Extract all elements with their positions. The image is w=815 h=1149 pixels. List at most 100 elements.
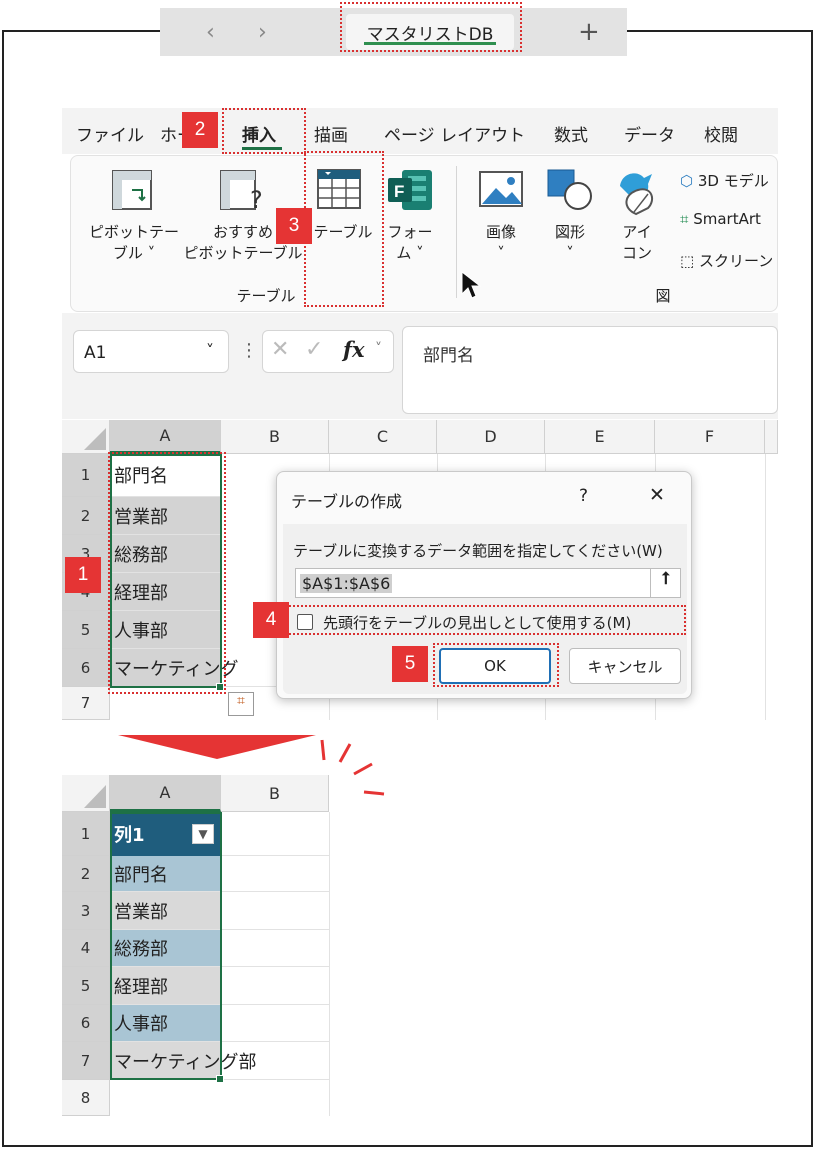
name-box[interactable]: A1 ˅ [73, 330, 229, 373]
recommended-pivot-icon[interactable]: ? [218, 168, 268, 214]
icons-label-line1: アイ [622, 223, 652, 241]
row-header-6-bottom[interactable]: 6 [62, 1005, 110, 1042]
cancel-button[interactable]: キャンセル [569, 648, 681, 684]
menu-page-layout[interactable]: ページ レイアウト [384, 126, 526, 146]
menu-file[interactable]: ファイル [76, 126, 144, 146]
new-tab-button[interactable]: + [578, 17, 600, 47]
filter-dropdown-icon[interactable]: ▼ [192, 824, 214, 844]
row-header-2[interactable]: 2 [62, 497, 110, 535]
shapes-label[interactable]: 図形 ˅ [540, 222, 600, 264]
cell-a1[interactable]: 部門名 [110, 454, 221, 497]
smartart-button[interactable]: ⌗ SmartArt [680, 210, 778, 228]
screenshot-button[interactable]: ⬚ スクリーン [680, 250, 778, 271]
chevron-down-icon[interactable]: ˅ [206, 341, 214, 360]
forms-label-line1: フォー [387, 223, 433, 241]
shapes-icon[interactable] [546, 168, 594, 212]
close-icon[interactable]: ✕ [649, 484, 665, 506]
col-header-b[interactable]: B [221, 420, 329, 454]
cell-a4[interactable]: 経理部 [110, 573, 221, 611]
table-header-label: 列1 [114, 825, 145, 846]
col-header-a-bottom[interactable]: A [110, 775, 221, 812]
mouse-cursor-icon [461, 270, 482, 299]
fx-dropdown-icon[interactable]: ˅ [375, 341, 382, 357]
image-label-text: 画像 [485, 223, 516, 241]
table-button-label[interactable]: テーブル [313, 223, 373, 241]
menu-data[interactable]: データ [624, 126, 675, 146]
col-header-c[interactable]: C [329, 420, 437, 454]
col-header-d[interactable]: D [437, 420, 545, 454]
row-header-7[interactable]: 7 [62, 687, 110, 720]
cell-a2[interactable]: 営業部 [110, 497, 221, 535]
row-header-1[interactable]: 1 [62, 454, 110, 497]
row-header-1-bottom[interactable]: 1 [62, 812, 110, 856]
more-options-icon[interactable]: ⋮ [240, 340, 258, 361]
table-header-cell[interactable]: 列1 ▼ [110, 812, 221, 856]
row-header-5[interactable]: 5 [62, 611, 110, 649]
insert-function-icon[interactable]: fx [343, 337, 365, 362]
group-figure-label: 図 [655, 287, 671, 305]
formula-input[interactable]: 部門名 [402, 326, 778, 414]
select-all-corner[interactable] [62, 420, 110, 454]
pivot-label-line1: ピボットテー [88, 223, 179, 241]
table-row[interactable]: 総務部 [110, 930, 221, 967]
cell-a3[interactable]: 総務部 [110, 535, 221, 573]
menu-insert[interactable]: 挿入 [242, 126, 276, 146]
step-1-badge: 1 [65, 557, 101, 593]
table-row[interactable]: 人事部 [110, 1005, 221, 1042]
col-header-f[interactable]: F [655, 420, 765, 454]
smartart-label: SmartArt [693, 210, 761, 228]
cell-a6[interactable]: マーケティング [110, 649, 278, 687]
pivot-table-icon[interactable] [110, 168, 156, 214]
row-header-2-bottom[interactable]: 2 [62, 856, 110, 892]
table-row[interactable]: 部門名 [110, 856, 221, 892]
range-value: $A$1:$A$6 [300, 574, 393, 593]
row-header-3-bottom[interactable]: 3 [62, 892, 110, 930]
pivot-table-label[interactable]: ピボットテー ブル ˅ [84, 222, 184, 264]
row-header-5-bottom[interactable]: 5 [62, 967, 110, 1005]
forward-icon[interactable]: › [258, 20, 267, 45]
cancel-entry-icon[interactable]: ✕ [271, 337, 290, 362]
col-header-e[interactable]: E [545, 420, 655, 454]
header-row-label[interactable]: 先頭行をテーブルの見出しとして使用する(M) [323, 614, 632, 632]
forms-icon[interactable]: F [386, 166, 436, 216]
row-header-4-bottom[interactable]: 4 [62, 930, 110, 967]
col-header-g [765, 420, 778, 454]
select-all-corner-bottom[interactable] [62, 775, 110, 812]
burst-icon [320, 739, 385, 796]
formula-buttons: ✕ ✓ fx ˅ [262, 330, 394, 373]
model-3d-button[interactable]: ⬡ 3D モデル [680, 170, 778, 191]
icons-label[interactable]: アイ コン [612, 222, 662, 264]
fill-handle-bottom[interactable] [216, 1075, 224, 1083]
menu-review[interactable]: 校閲 [704, 126, 738, 146]
dialog-title: テーブルの作成 [291, 492, 403, 511]
menu-draw[interactable]: 描画 [314, 126, 348, 146]
icons-icon[interactable] [612, 164, 662, 218]
confirm-entry-icon[interactable]: ✓ [305, 337, 324, 362]
table-row[interactable]: 営業部 [110, 892, 221, 930]
create-table-dialog: テーブルの作成 ? ✕ テーブルに変換するデータ範囲を指定してください(W) $… [276, 471, 692, 699]
collapse-dialog-icon[interactable]: ⭡ [650, 569, 680, 597]
forms-label[interactable]: フォー ム ˅ [382, 222, 438, 264]
rec-pivot-label-line2: ピボットテーブル [183, 244, 303, 262]
fill-handle[interactable] [216, 683, 224, 691]
col-header-a[interactable]: A [110, 420, 221, 454]
row-header-7-bottom[interactable]: 7 [62, 1042, 110, 1080]
col-header-b-bottom[interactable]: B [221, 775, 329, 812]
table-icon[interactable] [316, 166, 364, 214]
back-icon[interactable]: ‹ [206, 20, 215, 45]
cell-a5[interactable]: 人事部 [110, 611, 221, 649]
header-row-checkbox[interactable] [297, 614, 313, 630]
tab-master-list[interactable]: マスタリストDB [346, 14, 514, 50]
table-row[interactable]: 経理部 [110, 967, 221, 1005]
shapes-label-text: 図形 [554, 223, 585, 241]
range-input[interactable]: $A$1:$A$6 ⭡ [295, 568, 681, 598]
recommended-pivot-label[interactable]: おすすめ ピボットテーブル [180, 222, 306, 264]
row-header-8-bottom[interactable]: 8 [62, 1080, 110, 1116]
image-icon[interactable] [478, 170, 524, 210]
row-header-6[interactable]: 6 [62, 649, 110, 687]
menu-formulas[interactable]: 数式 [554, 126, 588, 146]
help-icon[interactable]: ? [579, 486, 589, 506]
ok-button[interactable]: OK [439, 648, 551, 684]
quick-analysis-icon[interactable]: ⌗ [228, 692, 254, 716]
image-label[interactable]: 画像 ˅ [474, 222, 528, 264]
